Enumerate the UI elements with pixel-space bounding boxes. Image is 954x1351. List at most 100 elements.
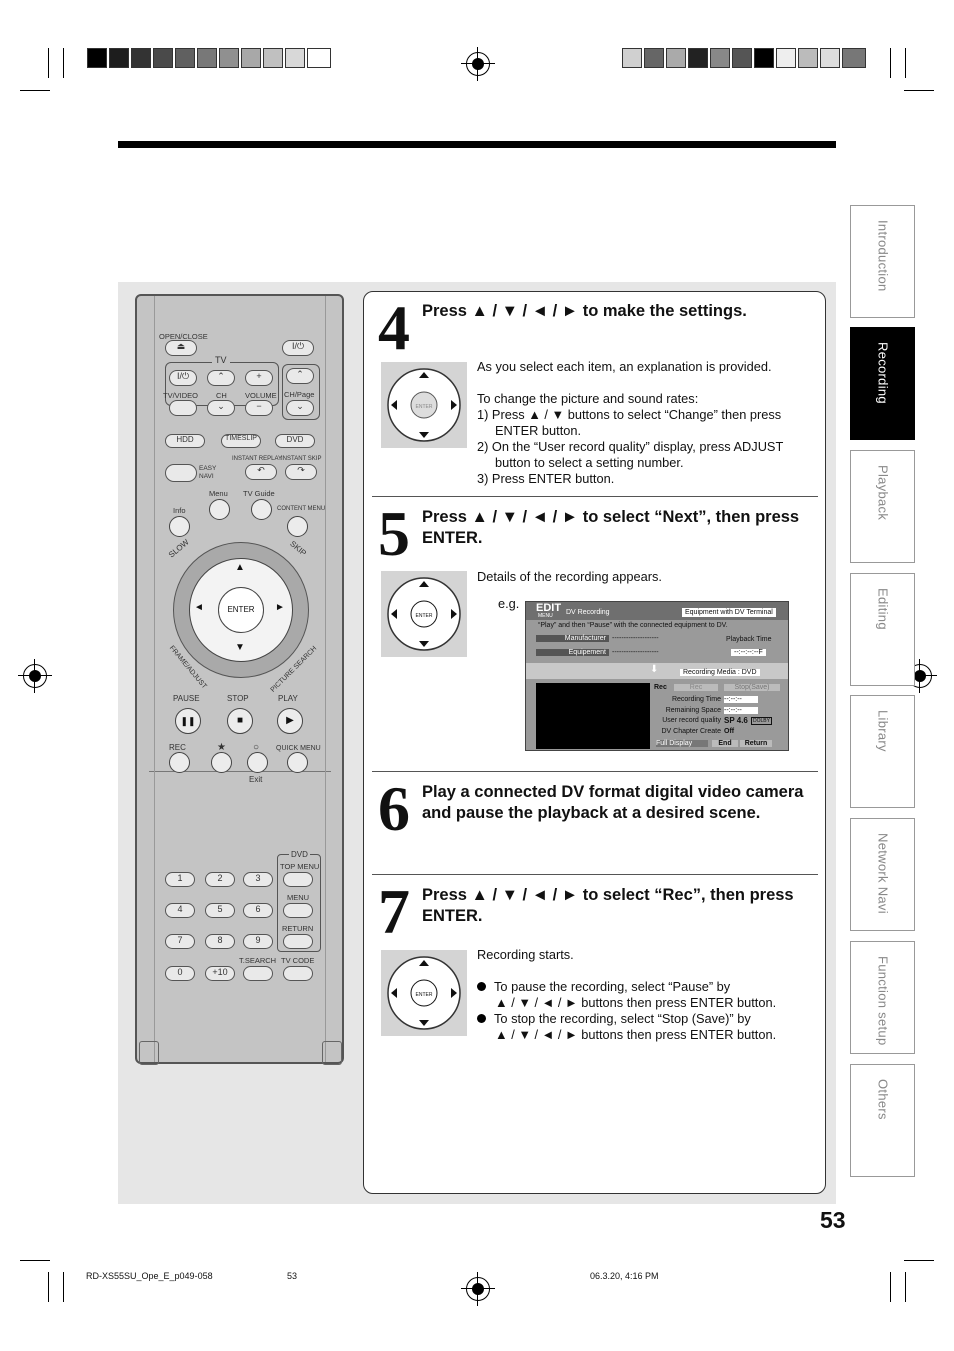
body-line [477, 375, 783, 391]
ch-up-button[interactable]: ⌃ [207, 370, 235, 386]
label-ch: CH [216, 391, 227, 400]
bullet-text: ▲ / ▼ / ◄ / ► buttons then press ENTER b… [495, 995, 777, 1010]
footer-page: 53 [287, 1271, 298, 1281]
volume-down-button[interactable]: − [245, 400, 273, 416]
rec-button[interactable] [169, 752, 190, 773]
dv-recording-screen: EDIT MENU DV Recording Equipment with DV… [525, 601, 789, 751]
timeslip-button[interactable]: TIMESLIP [221, 434, 261, 448]
screen-stop-button[interactable]: Stop(Save) [724, 684, 780, 691]
menu-button[interactable] [209, 499, 230, 520]
instant-skip-button[interactable]: ↷ [285, 464, 317, 480]
screen-full-display[interactable]: Full Display [656, 740, 708, 747]
screen-rec-button[interactable]: Rec [674, 684, 718, 691]
header-rule [118, 141, 836, 148]
tab-function-setup[interactable]: Function setup [850, 941, 915, 1054]
return-button[interactable] [283, 934, 313, 949]
ch-page-down-button[interactable]: ⌄ [286, 400, 314, 416]
tv-power-button[interactable]: I/⏻ [169, 370, 197, 386]
label-tv-code: TV CODE [281, 956, 315, 965]
key-6[interactable]: 6 [243, 903, 273, 918]
tab-network-navi[interactable]: Network Navi [850, 818, 915, 931]
label-t-search: T.SEARCH [239, 956, 277, 965]
screen-quality-label: User record quality [662, 717, 721, 724]
tv-guide-button[interactable] [251, 499, 272, 520]
remote-control: OPEN/CLOSE ⏏ I/⏻ TV I/⏻ ⌃ + TV/VIDEO CH … [135, 294, 344, 1065]
tv-code-button[interactable] [283, 966, 313, 981]
stop-button[interactable]: ■ [227, 708, 253, 734]
dpad-enter-label: ENTER [416, 404, 433, 410]
exit-button[interactable] [247, 752, 268, 773]
divider [372, 771, 818, 772]
quick-menu-button[interactable] [287, 752, 308, 773]
volume-up-button[interactable]: + [245, 370, 273, 386]
label-dvd: DVD [289, 850, 310, 859]
power-button[interactable]: I/⏻ [282, 340, 314, 356]
tv-video-button[interactable] [169, 400, 197, 416]
label-slow: SLOW [166, 537, 191, 560]
enter-button[interactable]: ENTER [218, 587, 264, 633]
ch-down-button[interactable]: ⌄ [207, 400, 235, 416]
label-play: PLAY [278, 694, 298, 703]
label-ch-page: CH/Page [284, 390, 315, 399]
screen-chapter-value: Off [724, 728, 735, 735]
tab-playback[interactable]: Playback [850, 450, 915, 563]
play-button[interactable]: ▶ [277, 708, 303, 734]
instant-replay-button[interactable]: ↶ [245, 464, 277, 480]
label-instant-replay: INSTANT REPLAY [232, 456, 283, 462]
key-4[interactable]: 4 [165, 903, 195, 918]
screen-end[interactable]: End [712, 740, 738, 747]
tab-library[interactable]: Library [850, 695, 915, 808]
screen-return[interactable]: Return [740, 740, 772, 747]
right-arrow-icon: ► [275, 602, 285, 613]
key-0[interactable]: 0 [165, 966, 195, 981]
down-arrow-icon: ▼ [235, 642, 245, 653]
step-heading-4: Press ▲ / ▼ / ◄ / ► to make the settings… [422, 302, 747, 320]
t-search-button[interactable] [243, 966, 273, 981]
key-5[interactable]: 5 [205, 903, 235, 918]
key-9[interactable]: 9 [243, 934, 273, 949]
label-stop: STOP [227, 694, 249, 703]
ch-page-up-button[interactable]: ⌃ [286, 368, 314, 384]
dvd-menu-button[interactable] [283, 903, 313, 918]
key-8[interactable]: 8 [205, 934, 235, 949]
bullet-item: To stop the recording, select “Stop (Sav… [477, 1011, 776, 1027]
key-plus10[interactable]: +10 [205, 966, 235, 981]
tab-label: Playback [875, 465, 890, 521]
tab-editing[interactable]: Editing [850, 573, 915, 686]
info-button[interactable] [169, 516, 190, 537]
key-2[interactable]: 2 [205, 872, 235, 887]
tab-recording[interactable]: Recording [850, 327, 915, 440]
hdd-button[interactable]: HDD [165, 434, 205, 448]
dpad-illustration-7: ENTER [381, 950, 467, 1036]
video-preview [536, 683, 650, 749]
step-bullets-7: To pause the recording, select “Pause” b… [477, 979, 776, 1043]
content-menu-button[interactable] [287, 516, 308, 537]
body-line: button to select a setting number. [495, 455, 684, 470]
label-tv-guide: TV Guide [243, 489, 275, 498]
dvd-button[interactable]: DVD [275, 434, 315, 448]
registration-target-bottom [461, 1272, 495, 1306]
screen-quality-extra: DOLBY [751, 717, 772, 725]
screen-equipment-tag: Equipment with DV Terminal [682, 608, 776, 617]
tab-others[interactable]: Others [850, 1064, 915, 1177]
screen-playback-time-label: Playback Time [726, 636, 772, 643]
open-close-button[interactable]: ⏏ [165, 340, 197, 356]
star-icon: ★ [217, 742, 226, 753]
screen-equipment-value: -------------------- [612, 649, 659, 656]
pause-button[interactable]: ❚❚ [175, 708, 201, 734]
label-navi: NAVI [199, 473, 214, 480]
tab-introduction[interactable]: Introduction [850, 205, 915, 318]
screen-edit: EDIT [536, 602, 562, 614]
label-skip: SKIP [288, 539, 308, 558]
label-quick-menu: QUICK MENU [276, 745, 321, 752]
key-3[interactable]: 3 [243, 872, 273, 887]
label-tv: TV [212, 355, 230, 365]
up-arrow-icon: ▲ [235, 562, 245, 573]
top-menu-button[interactable] [283, 872, 313, 887]
tab-label: Others [875, 1079, 890, 1120]
step-heading-5: Press ▲ / ▼ / ◄ / ► to select “Next”, th… [422, 508, 800, 547]
star-button[interactable] [211, 752, 232, 773]
easy-navi-button[interactable] [165, 464, 197, 482]
key-7[interactable]: 7 [165, 934, 195, 949]
key-1[interactable]: 1 [165, 872, 195, 887]
